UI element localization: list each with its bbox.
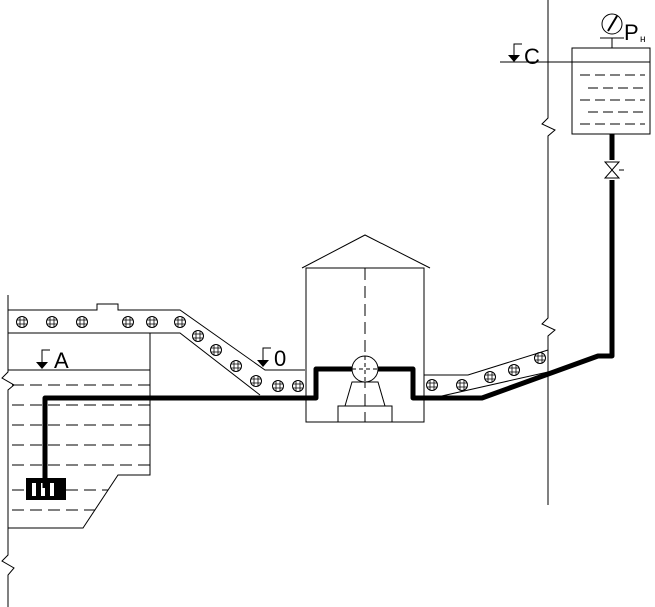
pressure-tank [500, 47, 651, 135]
intake-reservoir [1, 295, 305, 607]
level-marker-0: 0 [257, 346, 286, 371]
valve-icon [603, 161, 624, 179]
pressure-pipeline [376, 134, 615, 401]
level-label-0: 0 [274, 346, 286, 371]
pump-house [301, 234, 431, 423]
building-wall [541, 0, 556, 505]
level-marker-icon [36, 362, 48, 369]
suction-pipeline [42, 366, 354, 488]
level-label-a: A [54, 348, 69, 373]
intake-screen-icon [26, 478, 66, 500]
level-marker-a: A [36, 348, 69, 373]
level-marker-icon [508, 55, 520, 62]
pressure-gauge-icon [600, 13, 624, 48]
pump-icon [351, 355, 379, 383]
pressure-gauge-subscript: н [640, 34, 646, 45]
level-label-c: C [524, 44, 540, 69]
right-embankment [423, 349, 549, 401]
level-marker-c: C [508, 43, 540, 69]
gravel-fill-right [426, 352, 546, 391]
pressure-gauge-symbol: P [624, 20, 639, 45]
level-marker-icon [257, 360, 269, 367]
